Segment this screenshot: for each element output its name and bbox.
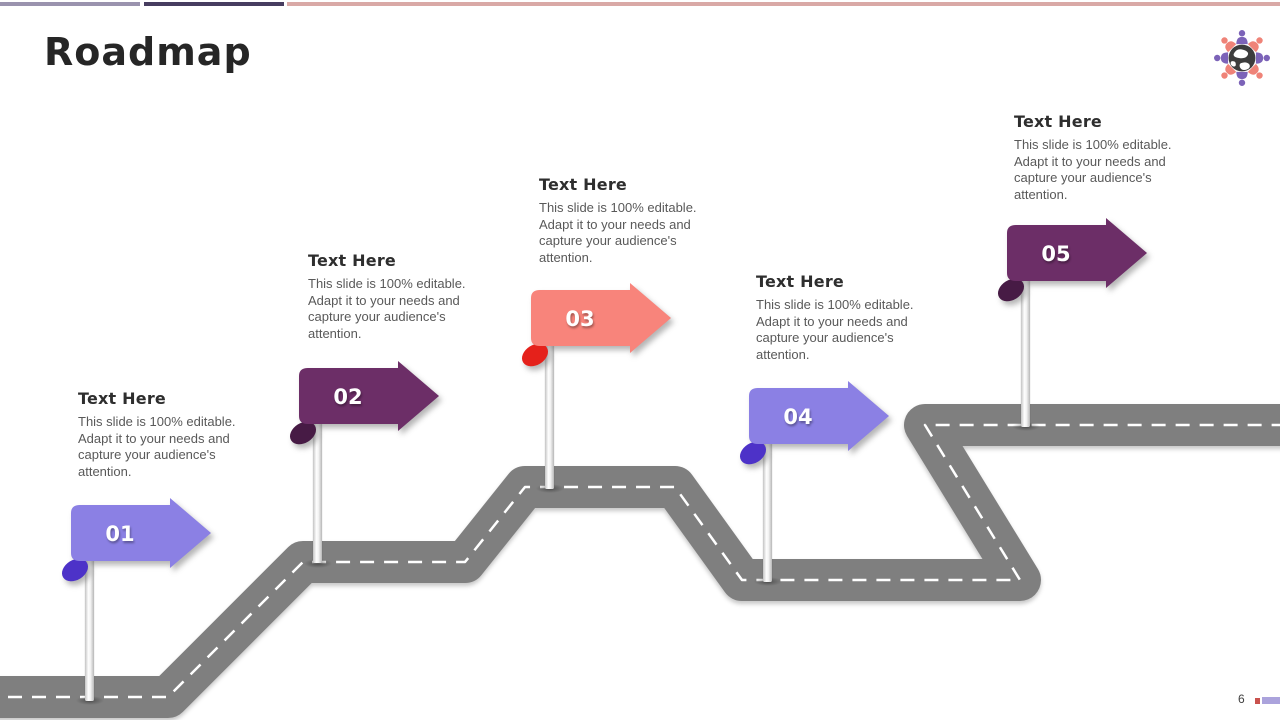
milestone-title: Text Here: [78, 389, 166, 408]
signpost-pole-4: [763, 418, 772, 582]
milestone-description: This slide is 100% editable. Adapt it to…: [756, 297, 914, 362]
milestone-title: Text Here: [756, 272, 844, 291]
arrow-ribbon: [531, 283, 671, 353]
milestone-title: Text Here: [1014, 112, 1102, 131]
milestone-number: 05: [1041, 242, 1070, 266]
ribbon-fold: [997, 278, 1025, 302]
milestone-number: 02: [333, 385, 362, 409]
arrow-ribbon: [71, 498, 211, 568]
signpost-pole-1: [85, 535, 94, 701]
milestone-description: This slide is 100% editable. Adapt it to…: [1014, 137, 1172, 202]
top-bar-segment-3: [287, 2, 1280, 6]
milestone-sign-04: 04: [739, 381, 889, 465]
milestone-sign-02: 02: [289, 361, 439, 445]
signpost-pole-3: [545, 320, 554, 489]
footer-accent-red: [1255, 698, 1260, 704]
ribbon-fold: [289, 421, 317, 445]
arrow-ribbon: [749, 381, 889, 451]
milestone-text-block-1: Text Here This slide is 100% editable. A…: [78, 389, 250, 480]
milestone-sign-01: 01: [61, 498, 211, 582]
page-number: 6: [1238, 692, 1245, 706]
footer-accent-lavender: [1262, 697, 1280, 704]
pole-base-2: [304, 559, 332, 568]
milestone-sign-03: 03: [521, 283, 671, 367]
milestone-description: This slide is 100% editable. Adapt it to…: [78, 414, 236, 479]
ribbon-fold: [739, 441, 767, 465]
top-bar-segment-2: [144, 2, 284, 6]
milestone-number: 04: [783, 405, 812, 429]
milestone-number: 03: [565, 307, 594, 331]
milestone-description: This slide is 100% editable. Adapt it to…: [308, 276, 466, 341]
milestone-description: This slide is 100% editable. Adapt it to…: [539, 200, 697, 265]
milestone-text-block-3: Text Here This slide is 100% editable. A…: [539, 175, 711, 266]
arrow-ribbon: [299, 361, 439, 431]
globe-continents: [1230, 49, 1250, 71]
milestone-sign-05: 05: [997, 218, 1147, 302]
signpost-pole-5: [1021, 255, 1030, 427]
globe-people-logo-icon: [1214, 30, 1270, 86]
signpost-pole-2: [313, 398, 322, 563]
milestone-text-block-5: Text Here This slide is 100% editable. A…: [1014, 112, 1186, 203]
ribbon-fold: [521, 343, 549, 367]
milestone-title: Text Here: [539, 175, 627, 194]
top-bar-segment-1: [0, 2, 140, 6]
milestone-text-block-2: Text Here This slide is 100% editable. A…: [308, 251, 480, 342]
arrow-ribbon: [1007, 218, 1147, 288]
page-title: Roadmap: [44, 30, 252, 74]
logo-figures: [1214, 30, 1270, 86]
ribbon-fold: [61, 558, 89, 582]
milestone-text-block-4: Text Here This slide is 100% editable. A…: [756, 272, 928, 363]
milestone-title: Text Here: [308, 251, 396, 270]
milestone-number: 01: [105, 522, 134, 546]
